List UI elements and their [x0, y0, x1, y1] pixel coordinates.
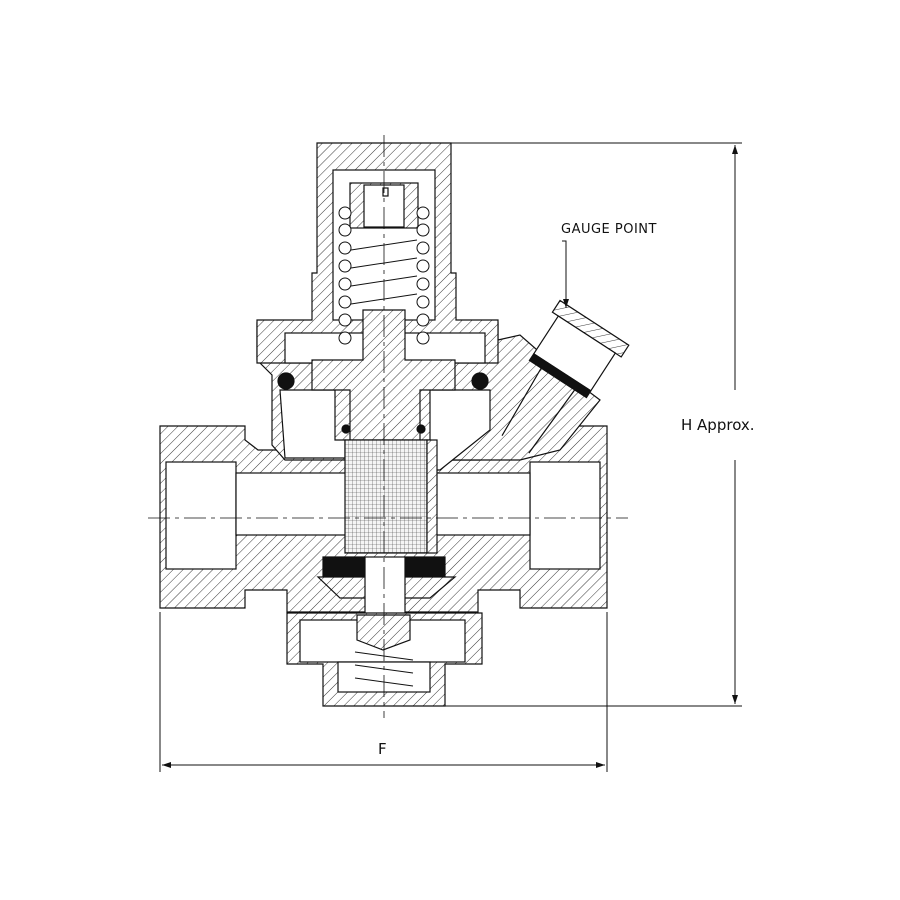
valve-body: [159, 322, 608, 613]
width-dimension-label: F: [378, 740, 387, 758]
o-ring-left: [277, 372, 295, 390]
bottom-cap: [286, 612, 483, 707]
o-ring-right: [471, 372, 489, 390]
dimension-lines: [159, 142, 742, 772]
centerlines: [148, 135, 628, 718]
height-dimension-label: H Approx.: [681, 416, 755, 434]
filter-cartridge: [344, 439, 428, 554]
gauge-point-label: GAUGE POINT: [561, 222, 657, 237]
gauge-point-plug: [501, 299, 630, 454]
